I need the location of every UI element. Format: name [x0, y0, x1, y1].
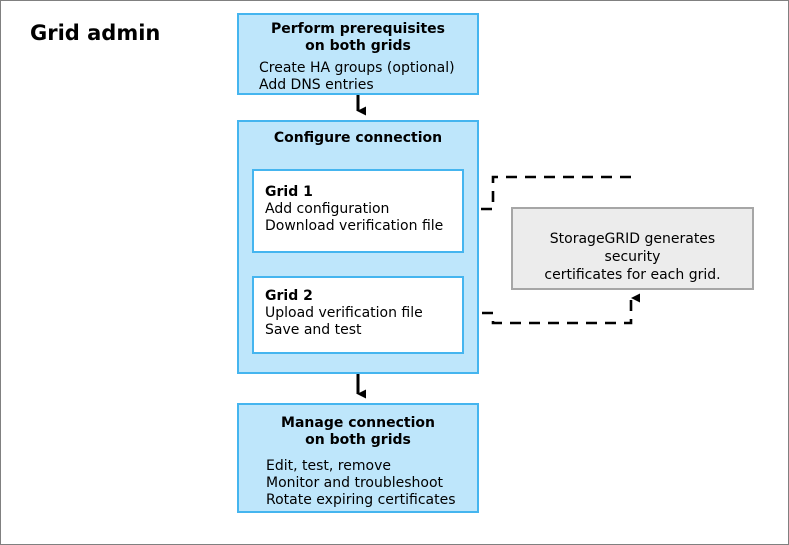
node-manage-connection: Manage connection on both grids Edit, te… [237, 403, 479, 513]
node-perform-prerequisites: Perform prerequisites on both grids Crea… [237, 13, 479, 95]
node-prerequisites-body: Create HA groups (optional) Add DNS entr… [259, 60, 455, 93]
node-grid-1-body: Add configuration Download verification … [265, 201, 444, 234]
node-grid-2-body: Upload verification file Save and test [265, 305, 423, 338]
role-label-grid-admin: Grid admin [30, 21, 161, 45]
node-grid-1-title: Grid 1 [265, 184, 313, 200]
connector-note-to-grid1 [464, 175, 631, 214]
node-grid-2-title: Grid 2 [265, 288, 313, 304]
node-prerequisites-heading: Perform prerequisites on both grids [271, 21, 445, 54]
node-manage-body: Edit, test, remove Monitor and troublesh… [266, 458, 456, 508]
node-configure-heading: Configure connection [273, 130, 443, 146]
node-manage-heading: Manage connection on both grids [281, 415, 435, 448]
connector-grid2-to-note [463, 293, 640, 325]
node-grid-2: Grid 2 Upload verification file Save and… [252, 276, 464, 354]
note-storagegrid-certificates-text: StorageGRID generates security certifica… [544, 231, 721, 283]
note-storagegrid-certificates: StorageGRID generates security certifica… [511, 207, 754, 290]
node-grid-1: Grid 1 Add configuration Download verifi… [252, 169, 464, 253]
